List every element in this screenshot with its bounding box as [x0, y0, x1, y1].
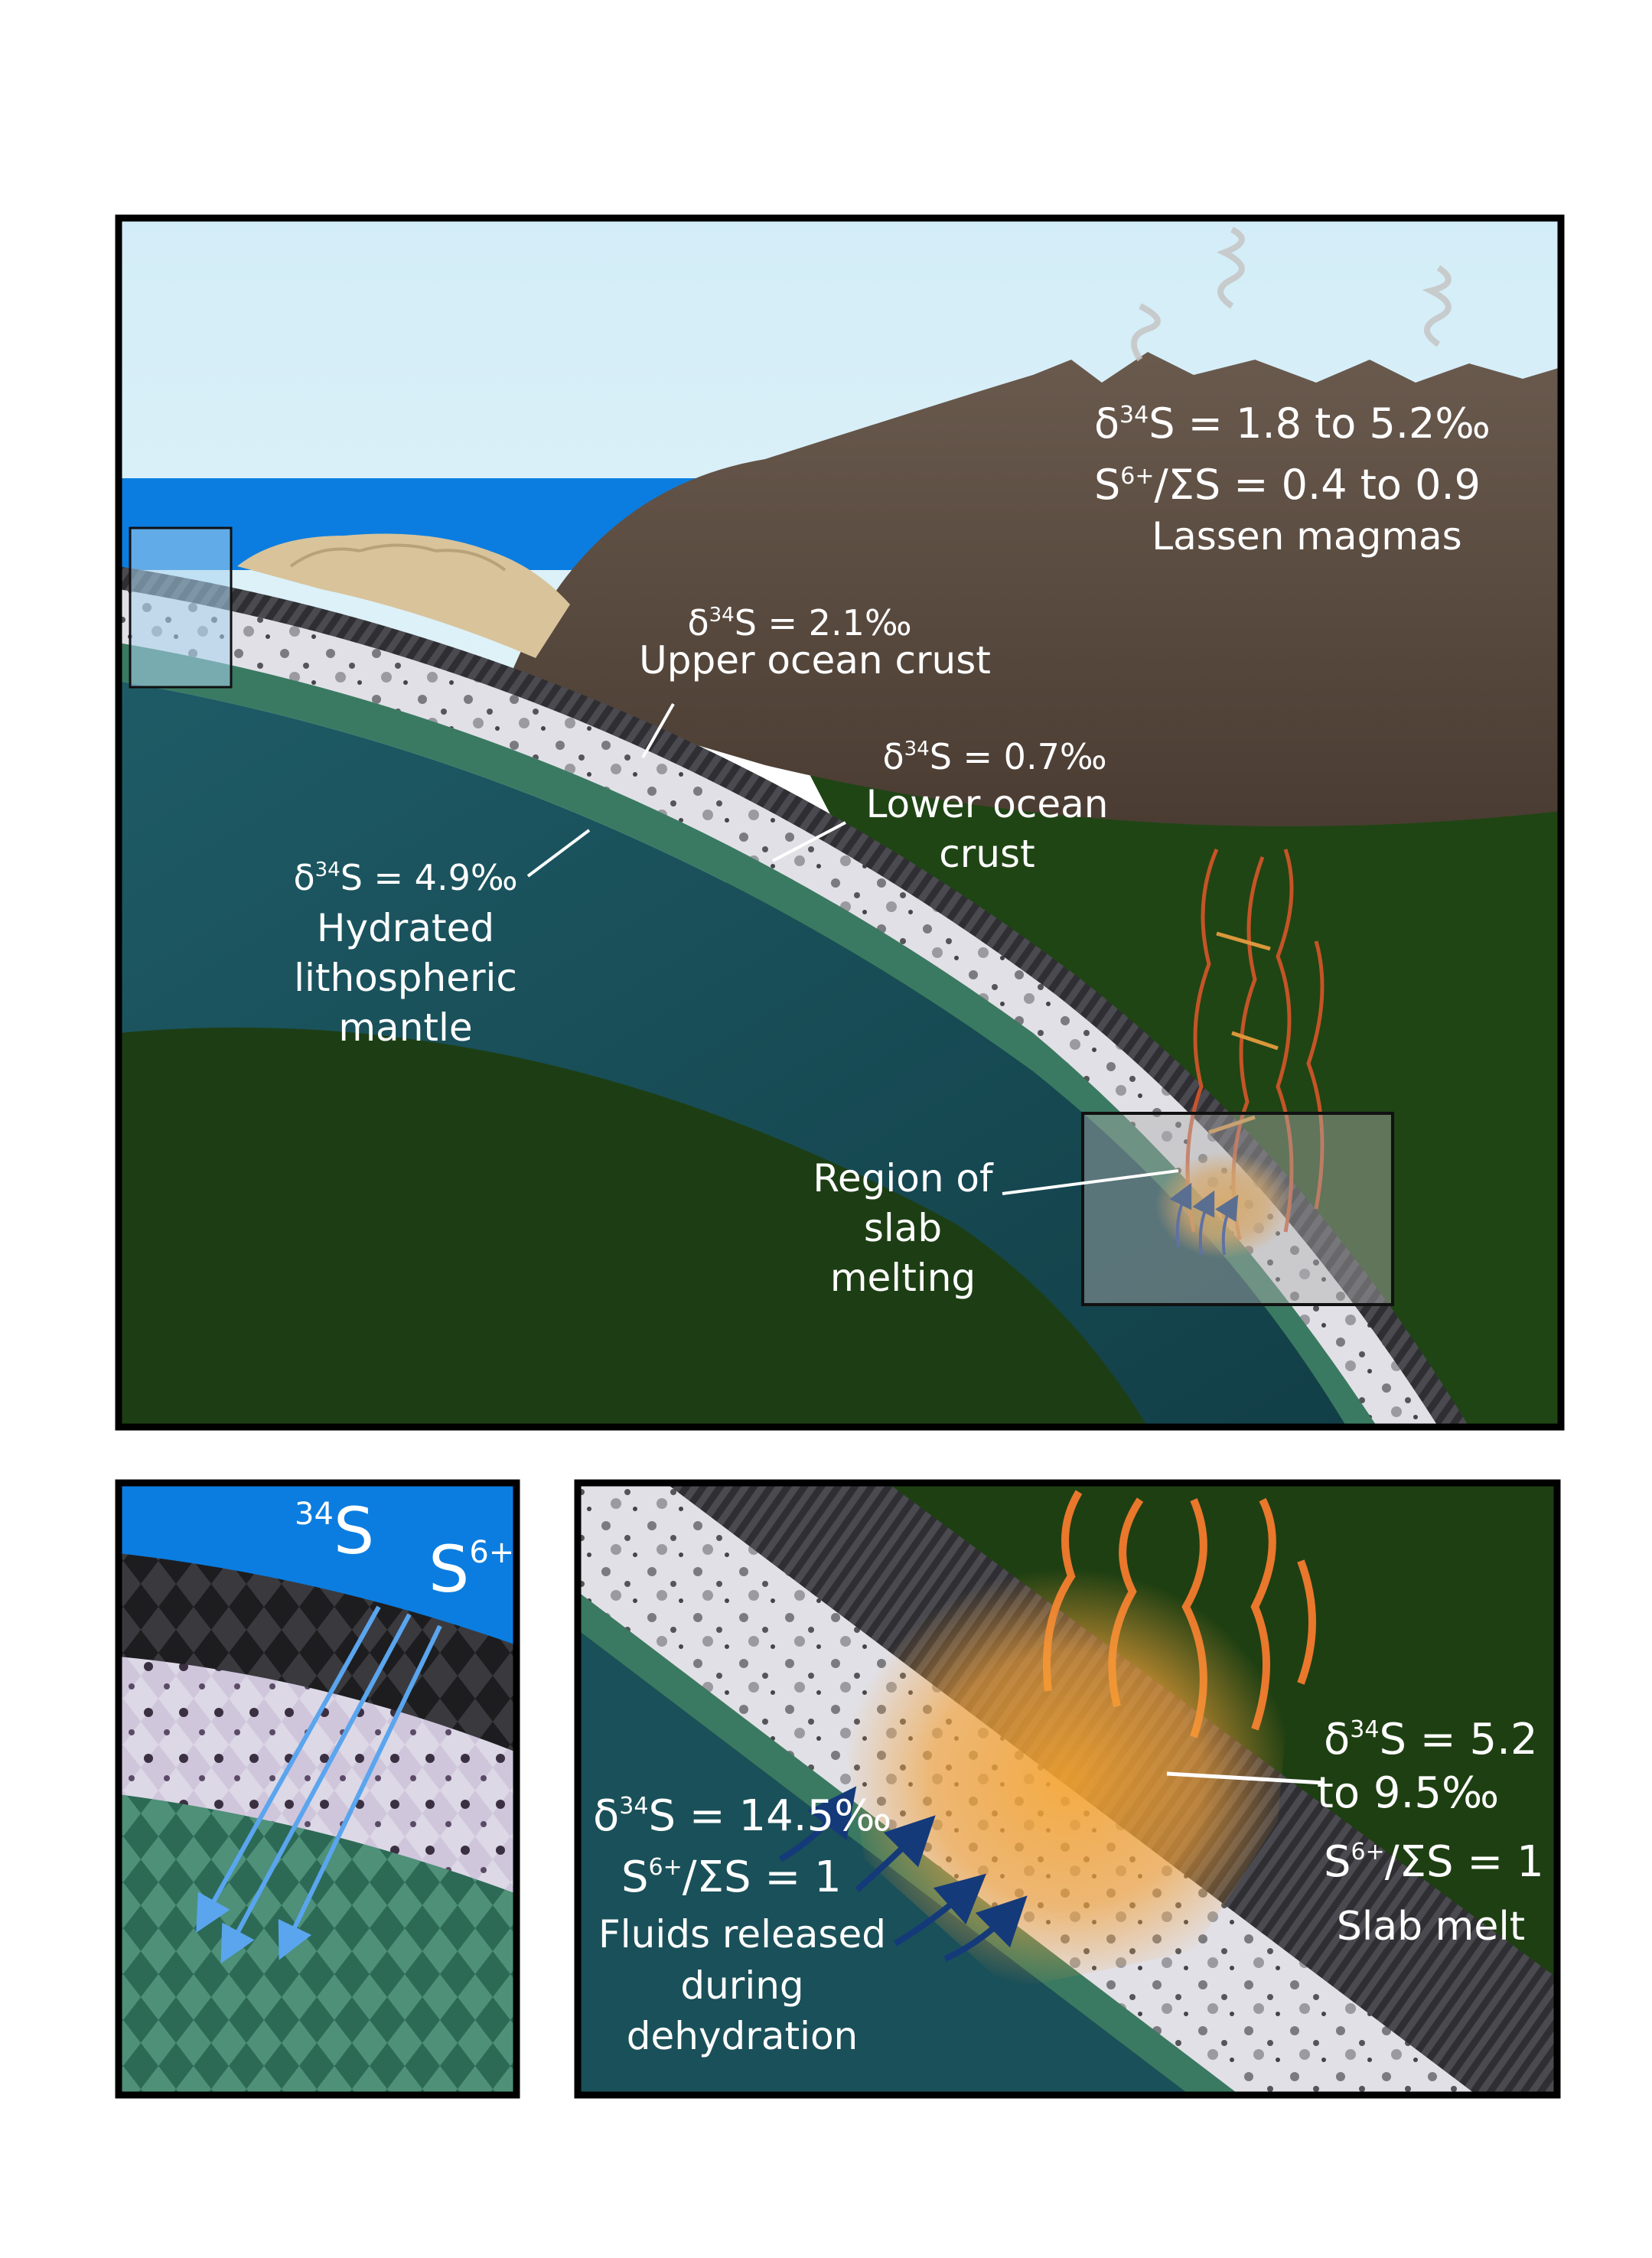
- mantle-name-line3: mantle: [338, 1005, 472, 1050]
- melt-ratio-label: S6+/ΣS = 1: [1324, 1837, 1544, 1887]
- mantle-leader: [526, 829, 591, 878]
- left-inset-green: [119, 1794, 516, 2095]
- left-inset-indicator: [129, 526, 233, 689]
- fluid-arrows: [1169, 1182, 1239, 1256]
- melt-delta-label: δ34S = 5.2: [1324, 1715, 1538, 1764]
- left-inset-border: [115, 1479, 520, 2099]
- right-inset-indicator: [1081, 1112, 1394, 1306]
- melt-delta-label-line2: to 9.5‰: [1317, 1768, 1499, 1818]
- slab-melting-leader: [1002, 1169, 1179, 1195]
- magma-delta-label: δ34S = 1.8 to 5.2‰: [1094, 399, 1491, 448]
- upper-crust-leader: [641, 703, 675, 758]
- mantle-name-line2: lithospheric: [294, 956, 517, 1000]
- right-inset-panel: δ34S = 14.5‰ S6+/ΣS = 1 Fluids released …: [578, 1483, 1557, 2095]
- main-panel-border: [115, 214, 1565, 1431]
- left-inset-panel: 34S S6+: [119, 1483, 516, 2095]
- lower-crust-delta-label: δ34S = 0.7‰: [882, 736, 1106, 777]
- right-inset-border: [574, 1479, 1561, 2099]
- isotope-34s-label: 34S: [295, 1494, 374, 1569]
- magma-name-label: Lassen magmas: [1152, 514, 1461, 559]
- lower-crust-name-line2: crust: [939, 832, 1035, 876]
- melt-name-label: Slab melt: [1337, 1904, 1525, 1950]
- upper-crust-delta-label: δ34S = 2.1‰: [687, 602, 911, 644]
- fluid-delta-label: δ34S = 14.5‰: [593, 1791, 891, 1841]
- right-inset-fluid-arrows: [778, 1786, 1028, 1962]
- magma-ratio-label: S6+/ΣS = 0.4 to 0.9: [1094, 461, 1481, 509]
- species-s6-label: S6+: [428, 1532, 514, 1607]
- fluid-line1: Fluids released: [598, 1912, 886, 1957]
- slab-melt-leader: [1166, 1771, 1325, 1785]
- fluid-line3: dehydration: [627, 2014, 859, 2058]
- upper-crust-name-label: Upper ocean crust: [639, 638, 991, 683]
- lower-crust-leader: [772, 821, 846, 862]
- mantle-name-line1: Hydrated: [317, 906, 494, 950]
- volcano: [505, 352, 1561, 826]
- steam-plumes: [1131, 226, 1452, 362]
- slab-melting-line1: Region of: [813, 1156, 994, 1201]
- lower-mantle-green: [119, 1027, 1148, 1427]
- slab-melting-line3: melting: [830, 1256, 976, 1300]
- mantle-delta-label: δ34S = 4.9‰: [293, 857, 517, 898]
- main-cross-section-panel: δ34S = 1.8 to 5.2‰ S6+/ΣS = 0.4 to 0.9 L…: [119, 218, 1561, 1427]
- sediment-wedge: [237, 533, 570, 658]
- slab-melting-line2: slab: [864, 1206, 942, 1250]
- lower-crust-name-line1: Lower ocean: [866, 782, 1109, 826]
- fluid-line2: during: [680, 1963, 803, 2008]
- isotope-arrows: [196, 1605, 442, 1964]
- fluid-ratio-label: S6+/ΣS = 1: [621, 1852, 842, 1902]
